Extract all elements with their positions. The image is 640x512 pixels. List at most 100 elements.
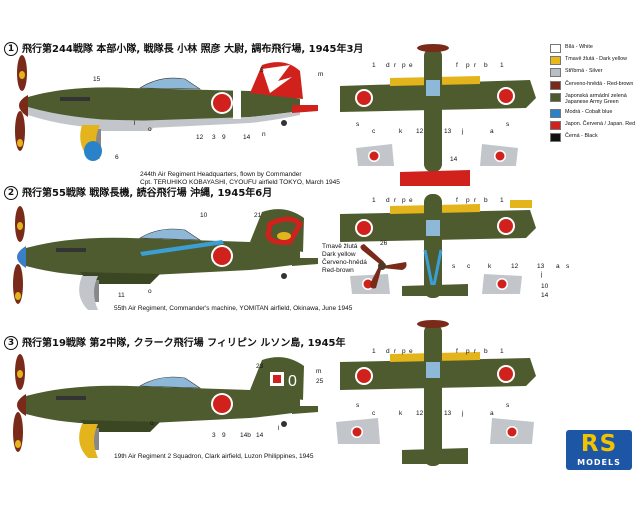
callout: p (402, 197, 406, 204)
callout: m (316, 368, 322, 375)
callout: j (541, 271, 543, 278)
planform-3 (336, 320, 536, 466)
callout: 12 (511, 263, 519, 270)
legend-row: Japonská armádní zelená Japanese Army Gr… (550, 92, 640, 106)
callout: 1 (500, 348, 504, 355)
callout: 14b (240, 432, 251, 439)
callout: n (262, 131, 266, 138)
callout: 11 (118, 292, 125, 299)
callout: 1 (372, 62, 376, 69)
callout: a (490, 128, 494, 135)
profile-1-caption: 244th Air Regiment Headquarters, flown b… (140, 171, 340, 186)
planform-2 (340, 194, 536, 298)
callout: s (566, 263, 570, 270)
callout: r (474, 62, 477, 69)
callout: 1 (500, 197, 504, 204)
rs-models-logo: RS MODELS (566, 430, 632, 470)
callout: s (506, 121, 510, 128)
callout: 25 (316, 378, 324, 385)
callout: p (466, 62, 470, 69)
callout: a (556, 263, 560, 270)
callout: r (394, 197, 397, 204)
callout: 14 (243, 134, 251, 141)
callout: 21 (254, 212, 262, 219)
callout: 12 (416, 128, 424, 135)
callout: r (394, 348, 397, 355)
legend-row: Modrá - Cobalt blue (550, 108, 640, 118)
callout: p (402, 62, 406, 69)
color-legend: Bílá - White Tmavě žlutá - Dark yellow S… (550, 44, 640, 146)
callout: p (466, 348, 470, 355)
callout: 13 (444, 410, 452, 417)
callout: r (474, 348, 477, 355)
callout: f (456, 197, 458, 204)
profile-1-number: 1 (4, 42, 18, 56)
callout: f (456, 62, 458, 69)
color-swatch (550, 133, 561, 143)
color-swatch (550, 121, 561, 131)
callout: 9 (222, 134, 226, 141)
callout: j (462, 128, 464, 135)
propeller (13, 354, 25, 452)
callout: 13 (444, 128, 452, 135)
profile-3-caption: 19th Air Regiment 2 Squadron, Clark airf… (114, 453, 314, 460)
color-swatch (550, 108, 561, 118)
callout: c (372, 128, 376, 135)
legend-row: Japon. Červená / Japan. Red (550, 121, 640, 131)
callout: d (386, 62, 390, 69)
planform-1 (340, 44, 536, 186)
propeller-detail (360, 244, 407, 289)
callout: 3 (212, 134, 216, 141)
callout: 3 (212, 432, 216, 439)
propeller-color-labels: Tmavě žlutá Dark yellow Červeno-hnědá Re… (322, 243, 367, 274)
callout: 14 (450, 156, 458, 163)
callout: 23 (256, 363, 264, 370)
callout: c (372, 410, 376, 417)
callout: 10 (200, 212, 208, 219)
callout: 1 (372, 348, 376, 355)
legend-row: Černá - Black (550, 133, 640, 143)
svg-text:0: 0 (288, 373, 297, 390)
callout: r (394, 62, 397, 69)
callout: a (490, 410, 494, 417)
callout: e (409, 197, 413, 204)
legend-row: Tmavě žlutá - Dark yellow (550, 56, 640, 66)
propeller (13, 206, 25, 304)
color-swatch (550, 92, 561, 102)
callout: b (484, 348, 488, 355)
callout: s (506, 402, 510, 409)
callout: k (488, 263, 492, 270)
callout: o (150, 420, 154, 427)
legend-row: Červeno-hnědá - Red-brown (550, 80, 640, 90)
callout: o (148, 126, 152, 133)
callout: k (399, 410, 403, 417)
callout: 6 (115, 154, 119, 161)
callout: 10 (541, 283, 549, 290)
callout: m (318, 71, 324, 78)
legend-row: Stříbrná - Silver (550, 68, 640, 78)
profile-2-aircraft (13, 206, 318, 310)
profile-1-aircraft (15, 55, 318, 161)
callout: 12 (196, 134, 204, 141)
callout: l (134, 120, 136, 127)
callout: p (402, 348, 406, 355)
legend-row: Bílá - White (550, 44, 640, 53)
callout: o (148, 288, 152, 295)
propeller-number: 26 (380, 240, 388, 247)
callout: 1 (372, 197, 376, 204)
callout: 15 (93, 76, 101, 83)
callout: b (484, 197, 488, 204)
callout: 9 (222, 432, 226, 439)
callout: f (456, 348, 458, 355)
callout: 12 (416, 410, 424, 417)
callout: j (462, 410, 464, 417)
color-swatch (550, 44, 561, 53)
callout: 5 (260, 67, 264, 74)
callout: b (484, 62, 488, 69)
callout: l (278, 425, 280, 432)
profile-3-aircraft: 0 (13, 354, 318, 458)
callout: d (386, 348, 390, 355)
